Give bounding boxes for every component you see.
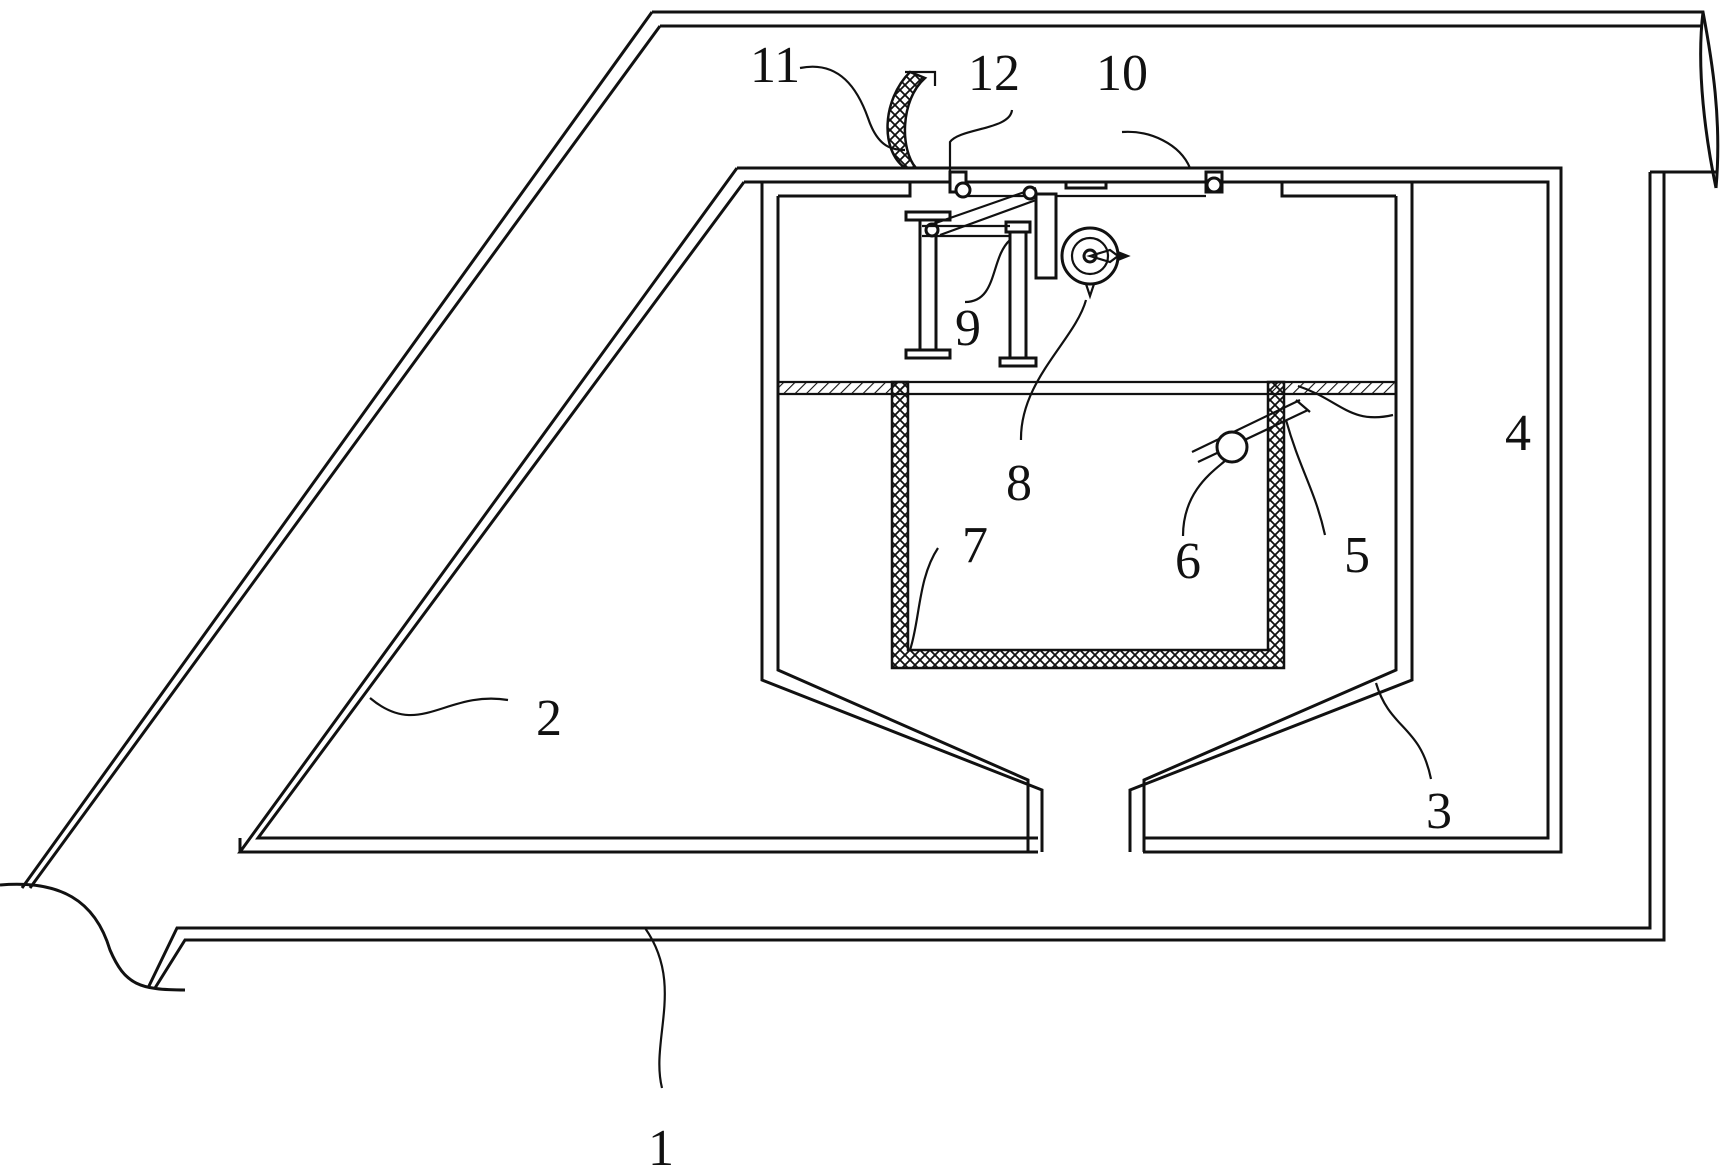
label-11: 11	[750, 37, 800, 94]
label-9: 9	[955, 300, 981, 357]
labels: 1 2 3 4 5 6 7 8 9 10 11 12	[536, 37, 1531, 1170]
label-6: 6	[1175, 533, 1201, 590]
mesh-basket	[890, 380, 1286, 670]
linkage	[904, 185, 1058, 368]
motor-wheel	[1060, 226, 1131, 300]
label-12: 12	[968, 45, 1020, 102]
label-1: 1	[648, 1120, 674, 1170]
label-2: 2	[536, 690, 562, 747]
outer-housing	[0, 10, 1720, 992]
label-3: 3	[1426, 783, 1452, 840]
label-4: 4	[1505, 405, 1531, 462]
hopper	[760, 182, 1414, 852]
rod-and-ball	[1191, 399, 1311, 464]
plate	[777, 380, 1397, 396]
label-5: 5	[1344, 527, 1370, 584]
label-10: 10	[1096, 45, 1148, 102]
label-8: 8	[1006, 455, 1032, 512]
leader-lines	[369, 65, 1433, 1089]
label-7: 7	[962, 517, 988, 574]
lid-assembly	[886, 70, 1224, 199]
